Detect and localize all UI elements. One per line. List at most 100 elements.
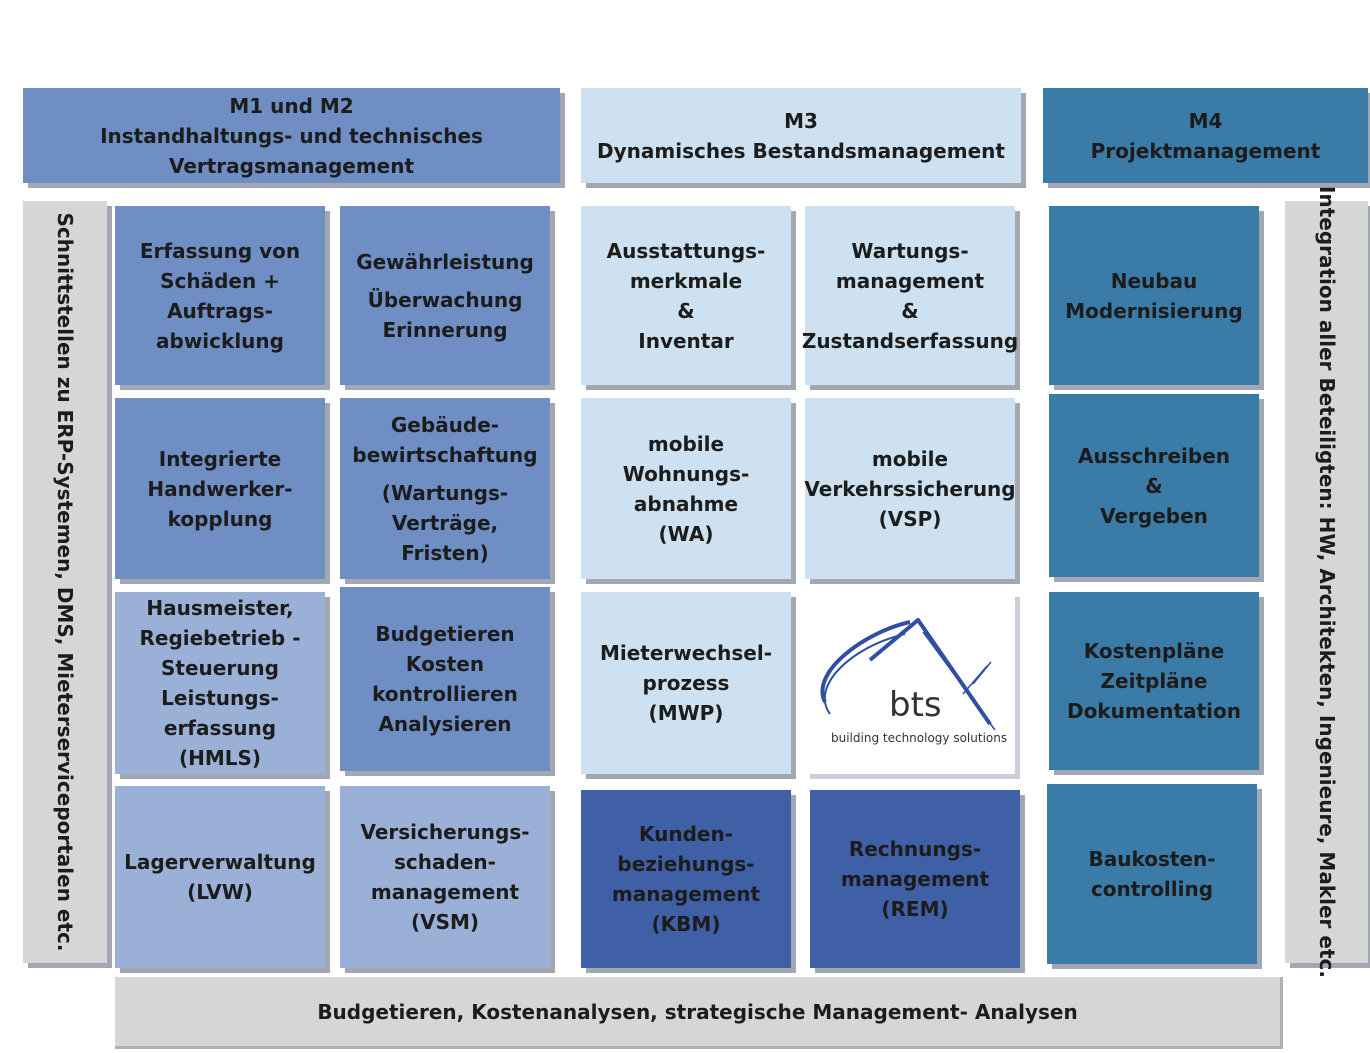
box-text-line: Kosten: [405, 652, 485, 676]
box-text-line: Rechnungs-: [848, 837, 982, 861]
box-text-line: Mieterwechsel-: [599, 641, 773, 665]
box-lagerverwaltung: Lagerverwaltung (LVW): [115, 786, 325, 968]
box-rechnungsmanagement: Rechnungs-management (REM): [810, 790, 1020, 968]
side-bar-right-text: Integration aller Beteiligten: HW, Archi…: [1314, 186, 1339, 978]
box-text-line: (VSM): [410, 910, 480, 934]
box-text-line: abnahme: [633, 491, 739, 516]
box-text-line: Gebäude-: [390, 412, 500, 437]
box-text-line: Überwachung: [367, 287, 523, 312]
box-text-line: management: [370, 880, 520, 904]
box-text-line: M4: [1188, 108, 1223, 133]
box-text-line: Integrierte: [158, 446, 282, 471]
box-text-line: Erinnerung: [382, 317, 508, 342]
box-text-line: Baukosten-: [1088, 847, 1216, 871]
box-text-line: Wartungs-: [851, 238, 969, 263]
box-text-line: &: [1145, 473, 1163, 498]
box-text-line: Ausschreiben: [1077, 443, 1231, 468]
box-text-line: merkmale: [629, 268, 743, 293]
box-text-line: Leistungs-: [161, 686, 279, 710]
box-text-line: bewirtschaftung: [352, 442, 538, 467]
box-text-line: Inventar: [638, 328, 734, 353]
side-bar-right: Integration aller Beteiligten: HW, Archi…: [1285, 186, 1368, 978]
box-gebaeudebewirtschaftung: Gebäude-bewirtschaftung(Wartungs-Verträg…: [340, 398, 550, 579]
box-text-line: Verkehrssicherung: [804, 476, 1016, 501]
box-versicherungsschaden: Versicherungs-schaden-management (VSM): [340, 786, 550, 968]
bts-logo-tagline: building technology solutions: [831, 731, 1007, 745]
box-ausschreiben-vergeben: Ausschreiben & Vergeben: [1049, 394, 1259, 577]
box-text-line: Fristen): [401, 540, 489, 565]
bts-logo-word: bts: [889, 685, 942, 725]
bts-logo-icon: bts building technology solutions: [820, 618, 1007, 745]
box-text-line: kontrollieren: [372, 682, 518, 706]
side-bar-left: Schnittstellen zu ERP-Systemen, DMS, Mie…: [23, 201, 107, 963]
box-text-line: (LVW): [187, 880, 253, 904]
box-text-line: Vertragsmanagement: [168, 153, 415, 178]
box-text-line: schaden-: [394, 850, 496, 874]
box-text-line: Schäden +: [160, 268, 280, 293]
box-text-line: Erfassung von: [139, 238, 301, 263]
box-kundenbeziehungsmanagement: Kunden-beziehungs-management(KBM): [581, 790, 791, 968]
box-text-line: erfassung: [163, 716, 277, 740]
box-text-line: Zustandserfassung: [801, 328, 1019, 353]
box-text-line: (VSP): [878, 506, 942, 531]
box-text-line: Analysieren: [378, 712, 512, 736]
box-text-line: Gewährleistung: [356, 249, 534, 274]
box-text-line: Kunden-: [638, 822, 734, 846]
box-text-line: prozess: [642, 671, 730, 695]
header-m1-m2: M1 und M2 Instandhaltungs- und technische…: [23, 88, 560, 183]
box-text-line: Verträge,: [391, 510, 499, 535]
box-text-line: Kostenpläne: [1083, 639, 1225, 663]
box-text-line: Instandhaltungs- und technisches: [100, 123, 483, 148]
box-wartungsmanagement: Wartungs-management & Zustandserfassung: [801, 206, 1019, 385]
box-text-line: &: [677, 298, 695, 323]
box-text-line: M3: [784, 108, 818, 133]
box-text-line: Budgetieren: [375, 622, 515, 646]
box-text-line: Neubau: [1110, 268, 1198, 293]
box-text-line: Zeitpläne: [1100, 669, 1208, 693]
box-mieterwechselprozess: Mieterwechsel-prozess(MWP): [581, 592, 791, 774]
box-text-line: Regiebetrieb -: [139, 626, 301, 650]
box-text-line: Auftrags-: [167, 298, 273, 323]
box-text-line: (HMLS): [178, 746, 262, 770]
box-text-line: Dynamisches Bestandsmanagement: [597, 138, 1005, 163]
box-baukostencontrolling: Baukosten-controlling: [1047, 784, 1257, 964]
box-text-line: Hausmeister,: [146, 596, 294, 620]
box-text-line: (WA): [658, 521, 714, 546]
footer-text: Budgetieren, Kostenanalysen, strategisch…: [317, 999, 1078, 1024]
box-text-line: Lagerverwaltung: [124, 850, 316, 874]
box-text-line: Versicherungs-: [360, 820, 530, 844]
box-text-line: Ausstattungs-: [606, 238, 766, 263]
side-bar-left-text: Schnittstellen zu ERP-Systemen, DMS, Mie…: [53, 212, 77, 952]
box-text-line: Steuerung: [161, 656, 279, 680]
box-text-line: Wohnungs-: [622, 461, 750, 486]
box-text-line: (KBM): [651, 912, 721, 936]
box-text-line: M1 und M2: [229, 93, 354, 118]
box-text-line: Dokumentation: [1067, 699, 1241, 723]
box-text-line: management: [840, 867, 990, 891]
box-text-line: (REM): [881, 897, 949, 921]
box-text-line: kopplung: [167, 506, 273, 531]
box-text-line: abwicklung: [156, 328, 284, 353]
box-ausstattungsmerkmale: Ausstattungs-merkmale & Inventar: [581, 206, 791, 385]
box-text-line: Modernisierung: [1065, 298, 1243, 323]
bts-logo: bts building technology solutions: [805, 592, 1015, 774]
box-text-line: beziehungs-: [617, 852, 755, 876]
box-text-line: mobile: [647, 431, 725, 456]
box-text-line: controlling: [1090, 877, 1214, 901]
footer-bar: Budgetieren, Kostenanalysen, strategisch…: [115, 977, 1283, 1049]
box-text-line: Vergeben: [1100, 503, 1208, 528]
box-text-line: management: [835, 268, 985, 293]
box-text-line: mobile: [871, 446, 949, 471]
box-text-line: &: [901, 298, 919, 323]
